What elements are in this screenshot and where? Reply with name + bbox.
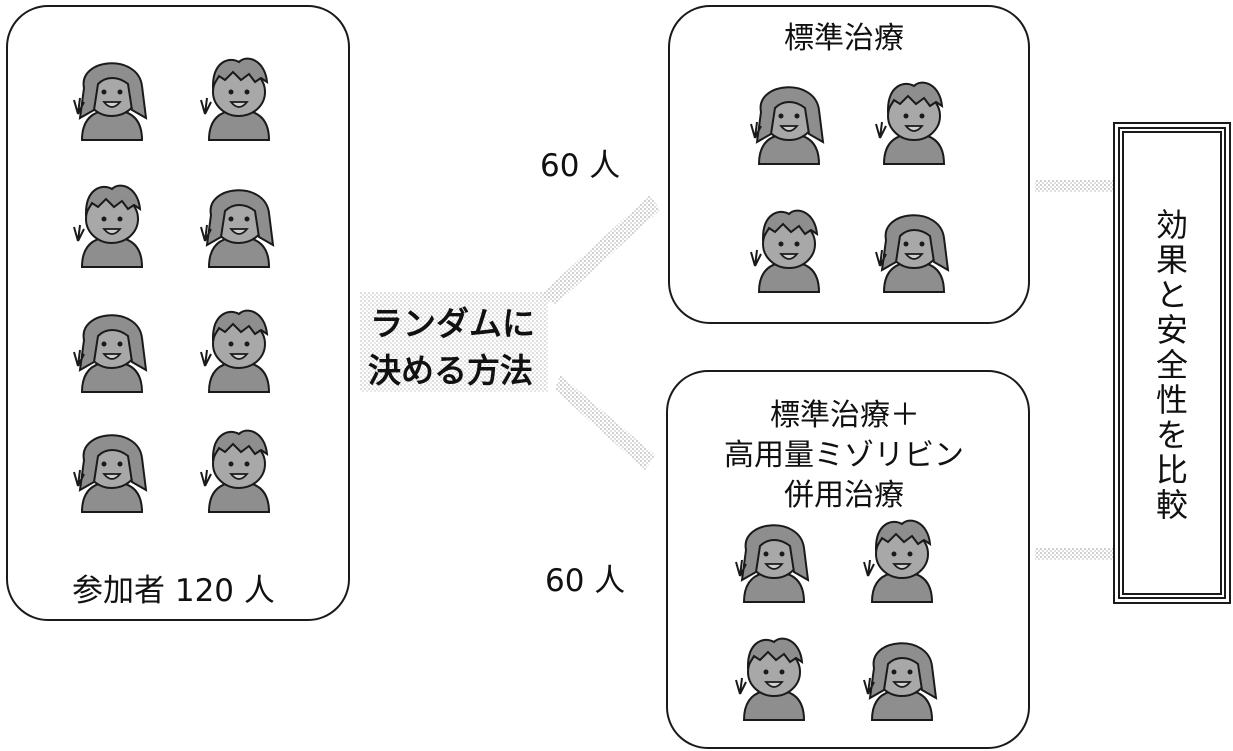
arrow-group-a-to-outcome [1035,180,1115,192]
group-b-kid-3 [730,628,816,728]
group-b-title-line-1: 標準治療＋ [770,398,920,433]
participants-box [6,5,350,621]
participants-kid-4 [195,175,281,275]
child-girl-icon [750,86,825,165]
child-girl-icon [875,214,950,293]
group-b-kid-4 [858,628,944,728]
child-girl-icon [863,642,938,721]
outcome-text: 効 果 と 安 全 性 を 比 較 [1150,208,1194,523]
group-b-count: 60 人 [545,563,626,599]
group-a-kid-4 [870,200,956,300]
outcome-box [1113,122,1231,604]
group-a-title: 標準治療 [784,21,904,56]
child-boy-icon [73,184,144,268]
child-girl-icon [73,62,148,141]
participants-kid-8 [195,420,281,520]
group-b-title-line-3: 併用治療 [784,478,904,513]
participants-kid-5 [68,300,154,400]
outcome-char: と [1155,276,1188,314]
group-b-kid-1 [730,510,816,610]
child-boy-icon [863,519,934,603]
method-label-bg [360,292,548,392]
outcome-char: 果 [1155,241,1188,279]
participants-kid-3 [68,175,154,275]
group-b-box [666,370,1030,749]
child-boy-icon [750,209,821,293]
group-b-kid-2 [858,510,944,610]
child-girl-icon [73,434,148,513]
outcome-char: を [1155,416,1188,454]
outcome-char: 比 [1155,451,1188,489]
participants-kid-1 [68,48,154,148]
child-boy-icon [875,81,946,165]
arrow-to-group-a [540,195,660,305]
group-a-kid-2 [870,72,956,172]
participants-caption: 参加者 120 人 [72,573,275,609]
outcome-char: 安 [1155,311,1188,349]
child-boy-icon [735,637,806,721]
child-boy-icon [200,429,271,513]
outcome-char: 較 [1155,486,1188,524]
group-a-box [668,5,1030,324]
participants-kid-7 [68,420,154,520]
group-a-kid-1 [745,72,831,172]
group-a-kid-3 [745,200,831,300]
participants-kid-6 [195,300,281,400]
child-girl-icon [73,314,148,393]
group-a-count: 60 人 [540,148,621,184]
child-girl-icon [735,524,810,603]
arrow-to-group-b [555,375,655,470]
method-line-1: ランダムに [370,304,535,343]
child-boy-icon [200,309,271,393]
outcome-char: 効 [1155,206,1188,244]
group-b-title-line-2: 高用量ミゾリビン [724,438,964,473]
participants-kid-2 [195,48,281,148]
method-line-2: 決める方法 [368,351,533,390]
child-boy-icon [200,57,271,141]
arrow-group-b-to-outcome [1035,548,1115,560]
outcome-char: 全 [1155,346,1188,384]
outcome-char: 性 [1155,381,1188,419]
child-girl-icon [200,189,275,268]
